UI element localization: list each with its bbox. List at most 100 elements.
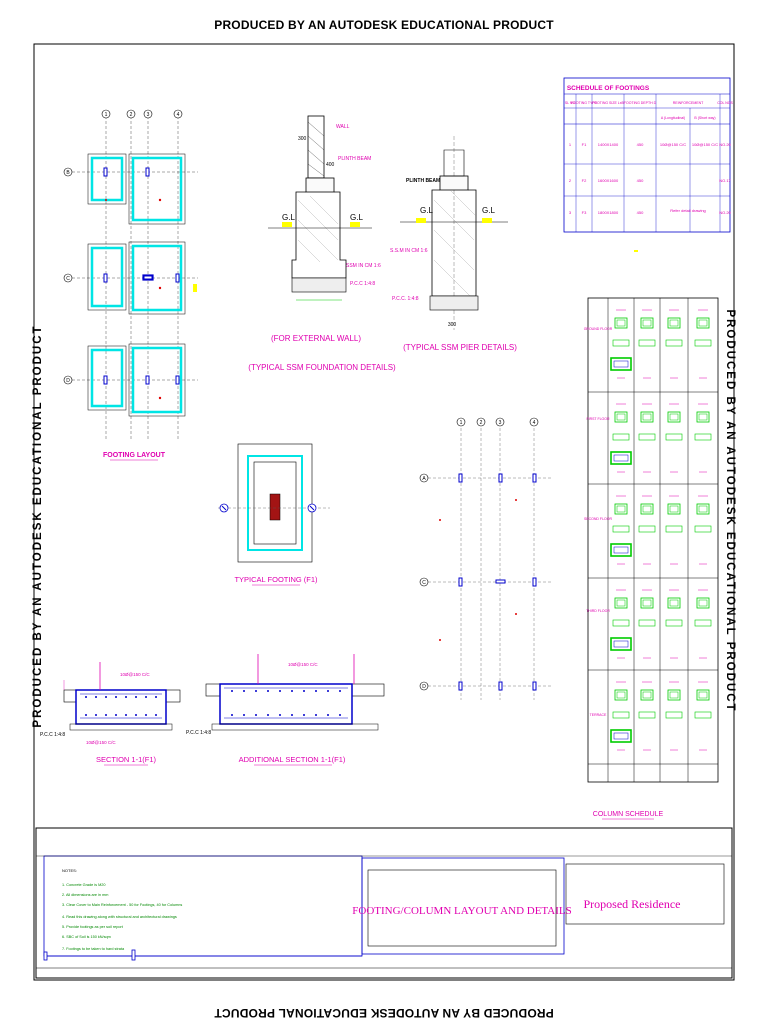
column-section-mark (696, 317, 710, 329)
section1-label: 10Ø@150 C/C (86, 740, 116, 745)
schedule-cell: F3 (582, 210, 587, 215)
grid-label: D (66, 378, 70, 384)
ssm-label: SSM IN CM 1:6 (346, 263, 381, 269)
grid-label: 1 (105, 112, 108, 118)
column-section-mark (669, 691, 679, 699)
column-section-mark (698, 319, 708, 327)
schedule-cell: 1600X1600 (598, 178, 619, 183)
grid-label: C (422, 580, 426, 586)
wall-caption-2: (TYPICAL SSM FOUNDATION DETAILS) (248, 363, 396, 372)
grid-label: 3 (147, 112, 150, 118)
schedule-cell: F2 (582, 178, 587, 183)
grid-label: C (66, 276, 70, 282)
schedule-cell: NO.20 (719, 142, 731, 147)
column-section-mark (694, 433, 712, 441)
schedule-cell: 2 (569, 178, 572, 183)
column-row-label: SECOND FLOOR (584, 517, 612, 521)
footing-layout-caption: FOOTING LAYOUT (103, 452, 166, 459)
pier-ssm-label: S.S.M IN CM 1:6 (390, 248, 428, 254)
section2-caption: ADDITIONAL SECTION 1-1(F1) (239, 755, 346, 764)
column-section-mark (612, 619, 630, 627)
column-section-mark (698, 691, 708, 699)
grid-label: 1 (460, 420, 463, 426)
column-section-mark (642, 413, 652, 421)
column-row-label: FIRST FLOOR (586, 417, 610, 421)
column-section-mark (614, 503, 628, 515)
column-layout: 1 2 3 4 A C D (419, 417, 552, 700)
pcc-label: P.C.C 1:4:8 (350, 281, 375, 287)
column-schedule-caption: COLUMN SCHEDULE (593, 811, 664, 818)
grid-label: A (422, 476, 426, 482)
column-section-mark (696, 597, 710, 609)
schedule-cell: 1 (569, 142, 572, 147)
column-section-mark (669, 413, 679, 421)
column-section-mark (667, 411, 681, 423)
column-section-mark (610, 543, 632, 557)
column-section-mark (667, 317, 681, 329)
column-section-mark (613, 454, 629, 462)
dim-label: 400 (326, 162, 335, 168)
pier-gl-right: G.L (482, 206, 495, 215)
column-section-mark (638, 619, 656, 627)
wall-gl-right: G.L (350, 213, 363, 222)
schedule-header: FOOTING SIZE LxB (592, 101, 624, 105)
grid-label: B (66, 170, 70, 176)
column-section-mark (665, 433, 683, 441)
column-section-mark (694, 339, 712, 347)
column-section-mark (610, 357, 632, 371)
note-line: 1. Concrete Grade is M20 (62, 883, 105, 887)
pier-dim: 300 (448, 322, 457, 328)
schedule-cell: 1400X1400 (598, 142, 619, 147)
column-section-mark (614, 317, 628, 329)
section-additional: 10Ø@150 C/C P.C.C 1:4:8 ADDITIONAL SECTI… (186, 654, 385, 766)
column-section-mark (667, 503, 681, 515)
schedule-of-footings: SCHEDULE OF FOOTINGS SL NO FOOTING TYPE … (563, 77, 733, 252)
column-section-mark (694, 619, 712, 627)
grid-label: 3 (499, 420, 502, 426)
column-section-mark (696, 411, 710, 423)
column-section-mark (616, 413, 626, 421)
schedule-cell: NO.17 (719, 178, 731, 183)
column-section-mark (640, 503, 654, 515)
column-section-mark (669, 505, 679, 513)
wall-caption-1: (FOR EXTERNAL WALL) (271, 334, 361, 343)
grid-label: D (422, 684, 426, 690)
column-section-mark (694, 711, 712, 719)
typical-footing: TYPICAL FOOTING (F1) (218, 443, 330, 586)
typical-footing-caption: TYPICAL FOOTING (F1) (234, 575, 318, 584)
wall-gl-left: G.L (282, 213, 295, 222)
section1-label: 10Ø@150 C/C (120, 672, 150, 677)
column-section-mark (638, 711, 656, 719)
schedule-cell: 450 (637, 178, 644, 183)
column-section-mark (694, 525, 712, 533)
dim-label: 300 (298, 136, 307, 142)
column-section-mark (642, 599, 652, 607)
section2-label: 10Ø@150 C/C (288, 662, 318, 667)
column-row-label: GROUND FLOOR (584, 327, 613, 331)
pier-pcc-label: P.C.C. 1:4:8 (392, 296, 419, 302)
section1-pcc: P.C.C 1:4:8 (40, 732, 65, 738)
title-block: NOTES: 1. Concrete Grade is M20 2. All d… (35, 827, 733, 979)
schedule-header: FOOTING TYPE (571, 101, 598, 105)
schedule-cell: F1 (582, 142, 587, 147)
column-section-mark (669, 319, 679, 327)
wall-foundation-detail: G.L G.L WALL PLINTH BEAM SSM IN CM 1:6 P… (248, 115, 396, 372)
column-section-mark (696, 503, 710, 515)
column-section-mark (638, 339, 656, 347)
column-section-mark (610, 729, 632, 743)
column-section-mark (612, 433, 630, 441)
footing-layout: 1 2 3 4 B C D FOOTING LAYO (63, 109, 198, 461)
note-line: 3. Clear Cover to Main Reinforcement - 5… (62, 903, 182, 907)
pier-gl-left: G.L (420, 206, 433, 215)
column-section-mark (613, 360, 629, 368)
column-section-mark (665, 525, 683, 533)
column-row-label: TERRACE (590, 713, 607, 717)
column-section-mark (698, 505, 708, 513)
schedule-cell: 3 (569, 210, 572, 215)
schedule-cell: Refer detail drawing (670, 208, 706, 213)
column-section-mark (614, 411, 628, 423)
column-section-mark (616, 319, 626, 327)
pier-plinth-label: PLINTH BEAM (406, 178, 440, 184)
grid-label: 4 (177, 112, 180, 118)
